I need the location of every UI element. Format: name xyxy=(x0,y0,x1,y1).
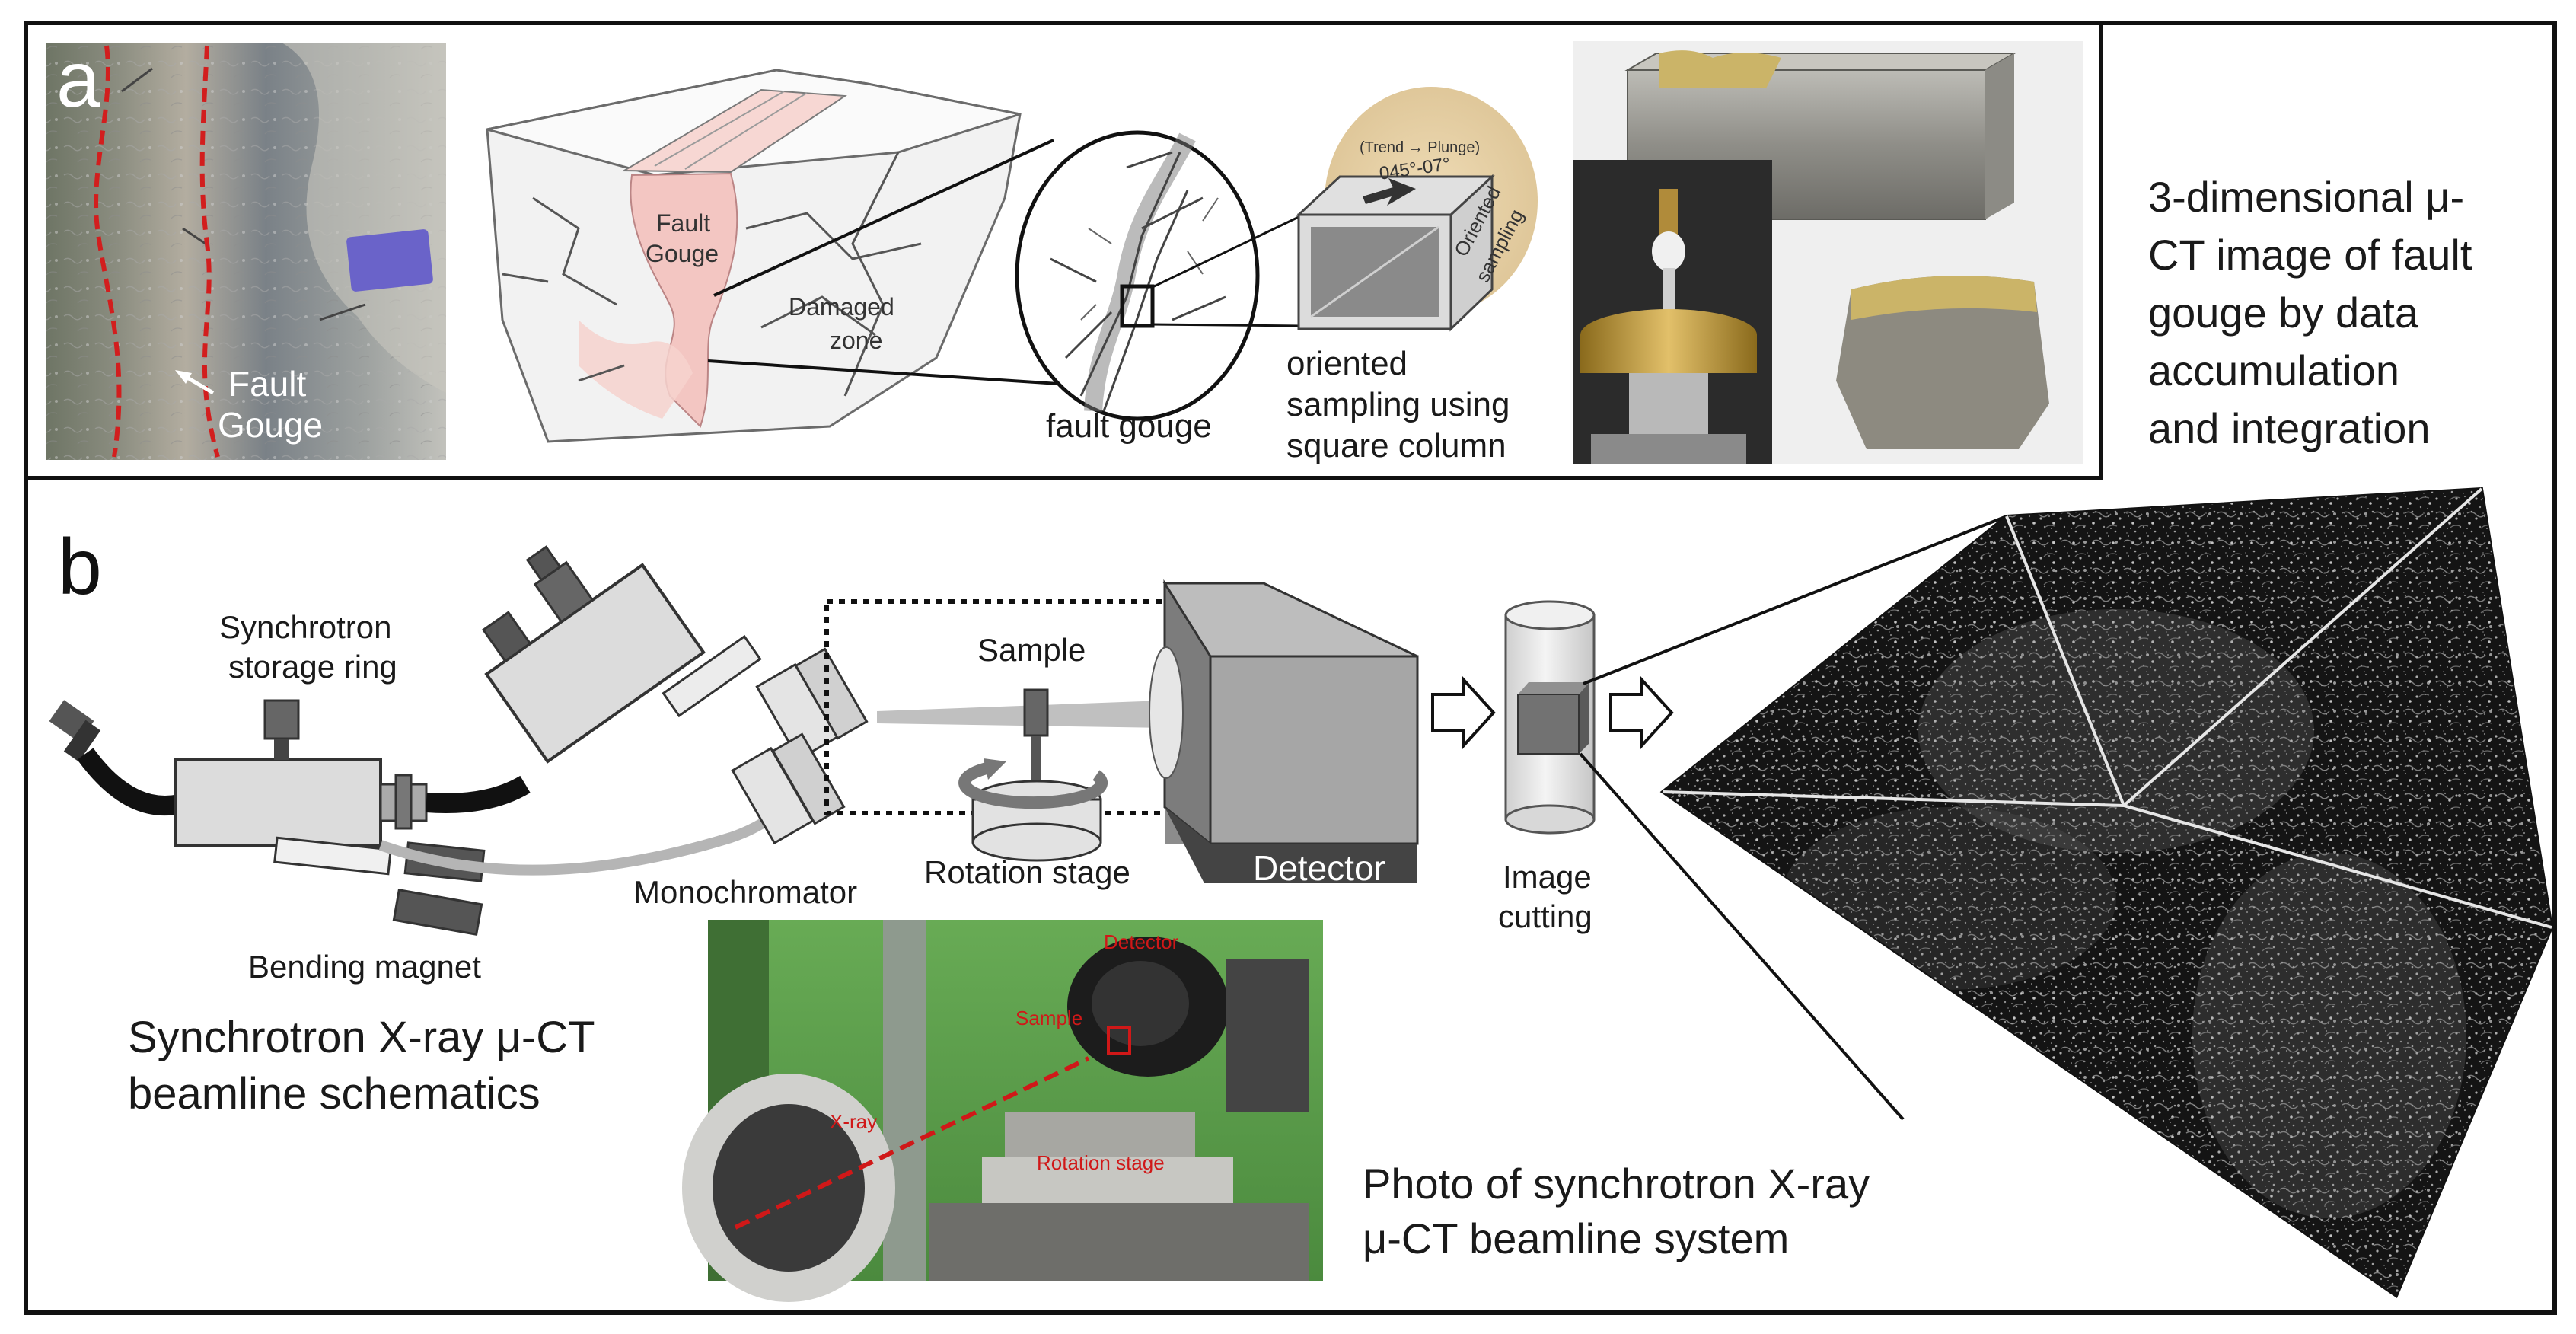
photo-label-sample: Sample xyxy=(1015,1007,1082,1029)
scale-marker xyxy=(346,229,433,292)
photo-label-rotation-stage: Rotation stage xyxy=(1037,1151,1165,1174)
detector-box xyxy=(1149,579,1419,883)
monochromator xyxy=(731,647,869,845)
rock-outcrop-photo xyxy=(46,43,446,460)
photo-caption-1: Photo of synchrotron X-ray xyxy=(1363,1160,1870,1208)
monochromator-label: Monochromator xyxy=(633,874,857,910)
ct-caption-5: and integration xyxy=(2148,404,2431,452)
ct-caption-2: CT image of fault xyxy=(2148,231,2472,279)
sampling-column xyxy=(1296,87,1538,332)
panel-b-letter: b xyxy=(58,523,102,611)
photo-caption-2: μ-CT beamline system xyxy=(1363,1214,1789,1262)
sample-label: Sample xyxy=(977,632,1086,668)
magnifier-circle xyxy=(1015,130,1260,421)
sampling-caption-1: oriented xyxy=(1286,345,1408,382)
block-label-damaged-2: zone xyxy=(830,327,882,354)
arrow-right-2 xyxy=(1609,675,1674,751)
sample-holder-photo xyxy=(1573,41,2083,464)
ct-caption-4: accumulation xyxy=(2148,346,2399,394)
photo-label-detector: Detector xyxy=(1104,930,1179,953)
image-cutting-label-2: cutting xyxy=(1498,898,1592,934)
bending-magnet-label: Bending magnet xyxy=(248,949,481,985)
image-cutting-label-1: Image xyxy=(1503,859,1592,895)
storage-ring-label-2: storage ring xyxy=(228,649,397,685)
beamline-photo xyxy=(682,920,1323,1302)
panel-a-frame xyxy=(24,21,2103,480)
block-label-gouge-1: Fault xyxy=(656,209,710,237)
fault-block-diagram xyxy=(486,69,1022,443)
ct-caption-3: gouge by data xyxy=(2148,289,2419,337)
magnifier-caption: fault gouge xyxy=(1046,407,1212,445)
image-cutting-cylinder xyxy=(1504,600,1596,835)
rotation-stage xyxy=(958,688,1108,862)
fault-trace-left xyxy=(94,45,122,458)
sampling-caption-2: sampling using xyxy=(1286,386,1510,423)
arrow-right-1 xyxy=(1431,675,1496,751)
detector-label: Detector xyxy=(1253,848,1385,888)
outcrop-label-line1: Fault xyxy=(228,364,306,404)
photo-label-xray: X-ray xyxy=(830,1110,877,1133)
sampling-caption-3: square column xyxy=(1286,427,1506,464)
fault-trace-right xyxy=(199,45,220,458)
synchrotron-ring xyxy=(49,545,811,936)
schematic-caption-1: Synchrotron X-ray μ-CT xyxy=(128,1013,595,1062)
outcrop-label-line2: Gouge xyxy=(218,405,323,445)
storage-ring-label-1: Synchrotron xyxy=(219,609,391,645)
block-label-gouge-2: Gouge xyxy=(646,240,719,267)
sampler-header: (Trend → Plunge) xyxy=(1360,139,1480,156)
block-label-damaged-1: Damaged xyxy=(789,293,894,321)
rotation-stage-label: Rotation stage xyxy=(924,854,1130,890)
schematic-caption-2: beamline schematics xyxy=(128,1069,540,1119)
panel-a-letter: a xyxy=(56,36,100,124)
ct-caption-1: 3-dimensional μ- xyxy=(2148,173,2464,221)
